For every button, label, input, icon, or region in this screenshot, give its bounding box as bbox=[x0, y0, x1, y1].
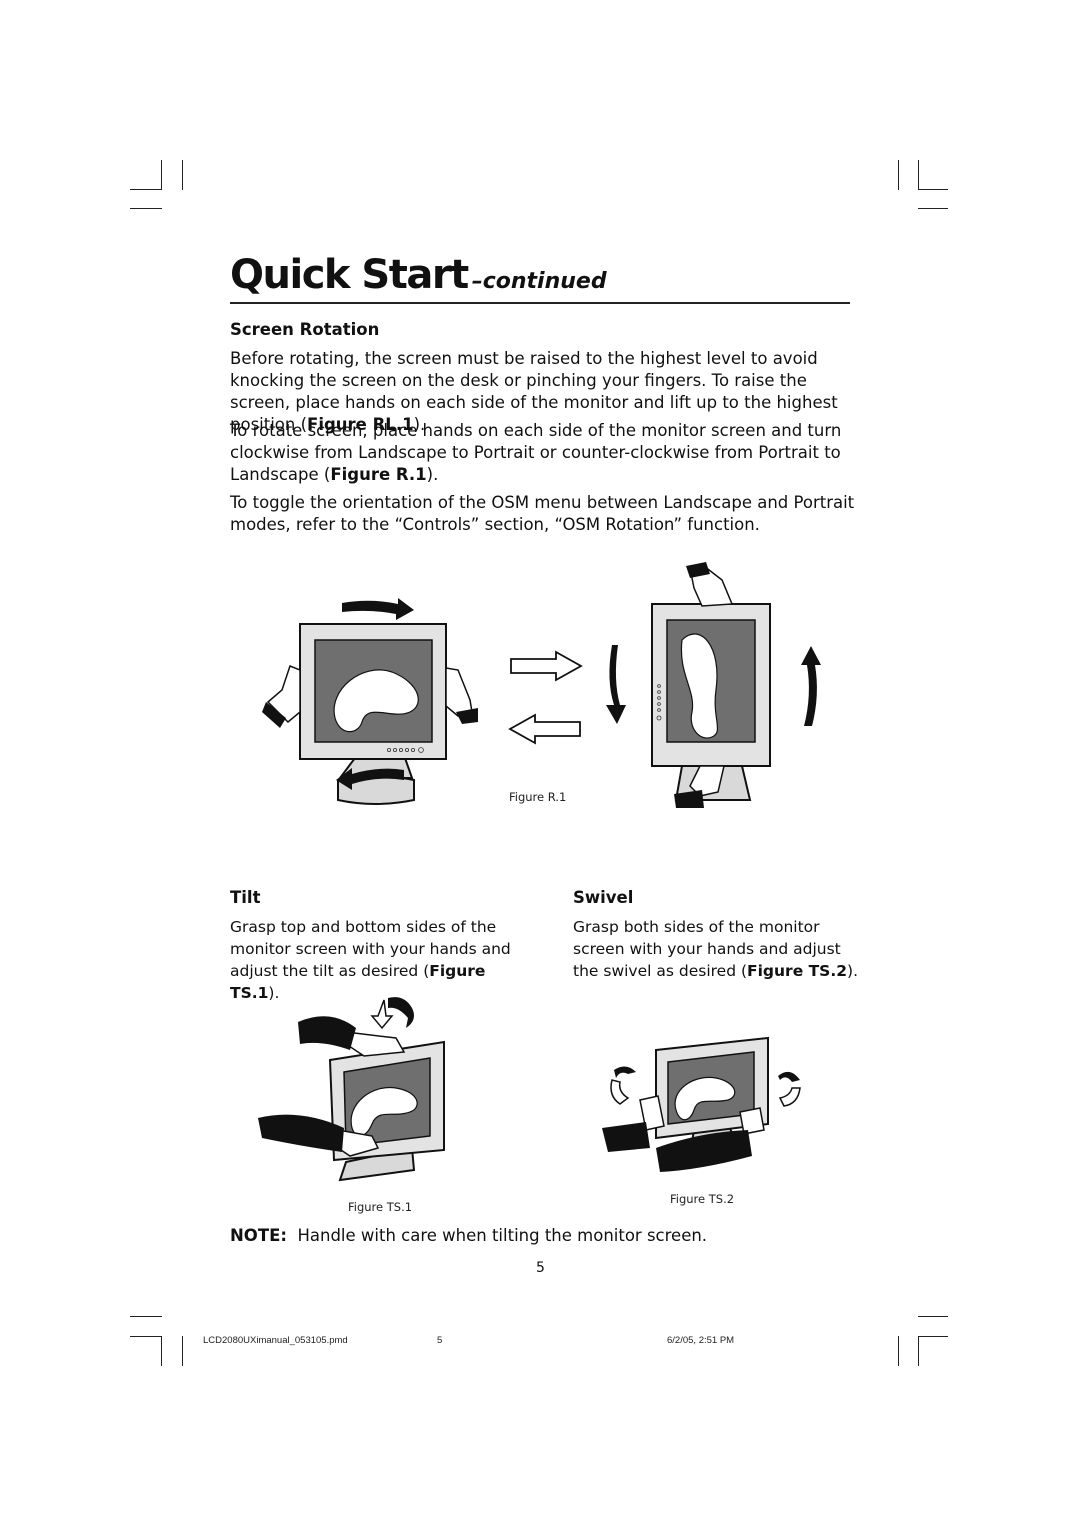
figure-caption-r1: Figure R.1 bbox=[509, 790, 567, 804]
monitor-illustration-icon bbox=[299, 623, 447, 805]
figure-reference: Figure R.1 bbox=[330, 465, 427, 484]
paragraph-osm-rotation: To toggle the orientation of the OSM men… bbox=[230, 493, 855, 534]
paragraph-raise-screen: Before rotating, the screen must be rais… bbox=[230, 348, 855, 436]
footer-page: 5 bbox=[437, 1335, 443, 1346]
rotate-arrow-icon bbox=[342, 598, 414, 620]
section-heading-screen-rotation: Screen Rotation bbox=[230, 320, 380, 339]
paragraph-tilt: Grasp top and bottom sides of the monito… bbox=[230, 916, 535, 1004]
page-title-suffix: –continued bbox=[471, 269, 607, 294]
crop-mark-icon bbox=[918, 1316, 948, 1317]
rotate-arrow-icon bbox=[614, 1066, 636, 1078]
rotate-arrow-icon bbox=[370, 999, 394, 1030]
crop-mark-icon bbox=[130, 208, 162, 209]
paragraph-swivel: Grasp both sides of the monitor screen w… bbox=[573, 916, 858, 982]
rotate-arrow-icon bbox=[388, 997, 414, 1028]
section-heading-tilt: Tilt bbox=[230, 888, 261, 907]
crop-mark-icon bbox=[161, 160, 162, 190]
paragraph-end: ). bbox=[426, 465, 439, 484]
paragraph-text: Grasp top and bottom sides of the monito… bbox=[230, 918, 511, 980]
crop-mark-icon bbox=[182, 1336, 183, 1366]
hand-icon bbox=[445, 667, 478, 724]
rotate-arrow-icon bbox=[801, 646, 821, 726]
paragraph-text: Grasp both sides of the monitor screen w… bbox=[573, 918, 841, 980]
crop-mark-icon bbox=[918, 160, 919, 190]
crop-mark-icon bbox=[130, 1336, 162, 1337]
hand-icon bbox=[262, 665, 301, 728]
crop-mark-icon bbox=[130, 189, 162, 190]
section-heading-swivel: Swivel bbox=[573, 888, 634, 907]
monitor-illustration-icon bbox=[651, 603, 771, 801]
footer-filename: LCD2080UXimanual_053105.pmd bbox=[203, 1335, 348, 1346]
page-number: 5 bbox=[536, 1260, 545, 1276]
crop-mark-icon bbox=[898, 160, 899, 190]
paragraph-end: ). bbox=[268, 984, 280, 1002]
crop-mark-icon bbox=[918, 208, 948, 209]
rotate-arrow-icon bbox=[606, 645, 626, 724]
hand-icon bbox=[656, 1107, 765, 1172]
rotate-arrow-icon bbox=[778, 1087, 801, 1107]
rotate-arrow-icon bbox=[336, 768, 404, 790]
rotate-arrow-icon bbox=[610, 1079, 630, 1105]
note: NOTE: Handle with care when tilting the … bbox=[230, 1226, 707, 1245]
rotate-arrow-icon bbox=[508, 713, 581, 745]
hand-icon bbox=[674, 765, 725, 808]
paragraph-text: To rotate screen, place hands on each si… bbox=[230, 421, 842, 484]
crop-mark-icon bbox=[918, 1336, 919, 1366]
title-rule bbox=[230, 302, 850, 304]
figure-reference: Figure RL.1 bbox=[307, 415, 414, 434]
crop-mark-icon bbox=[161, 1336, 162, 1366]
paragraph-rotate-screen: To rotate screen, place hands on each si… bbox=[230, 420, 855, 486]
note-text: Handle with care when tilting the monito… bbox=[297, 1226, 708, 1245]
paragraph-text: Before rotating, the screen must be rais… bbox=[230, 349, 838, 434]
crop-mark-icon bbox=[918, 1336, 948, 1337]
crop-mark-icon bbox=[898, 1336, 899, 1366]
figure-caption-ts1: Figure TS.1 bbox=[348, 1200, 413, 1214]
page-title: Quick Start–continued bbox=[230, 252, 607, 298]
paragraph-end: ). bbox=[413, 415, 426, 434]
hand-icon bbox=[686, 562, 734, 607]
figure-caption-ts2: Figure TS.2 bbox=[670, 1192, 735, 1206]
monitor-illustration-icon bbox=[328, 1040, 445, 1182]
hand-icon bbox=[258, 1114, 380, 1157]
rotate-arrow-icon bbox=[510, 650, 583, 682]
figure-reference: Figure TS.2 bbox=[747, 962, 848, 980]
crop-mark-icon bbox=[918, 189, 948, 190]
crop-mark-icon bbox=[130, 1316, 162, 1317]
footer-timestamp: 6/2/05, 2:51 PM bbox=[667, 1335, 735, 1346]
hand-icon bbox=[602, 1095, 665, 1152]
page-title-main: Quick Start bbox=[230, 252, 469, 298]
figure-reference: Figure TS.1 bbox=[230, 962, 486, 1002]
note-label: NOTE: bbox=[230, 1226, 287, 1245]
crop-mark-icon bbox=[182, 160, 183, 190]
hand-icon bbox=[298, 1016, 406, 1057]
rotate-arrow-icon bbox=[778, 1071, 800, 1082]
paragraph-end: ). bbox=[847, 962, 858, 980]
